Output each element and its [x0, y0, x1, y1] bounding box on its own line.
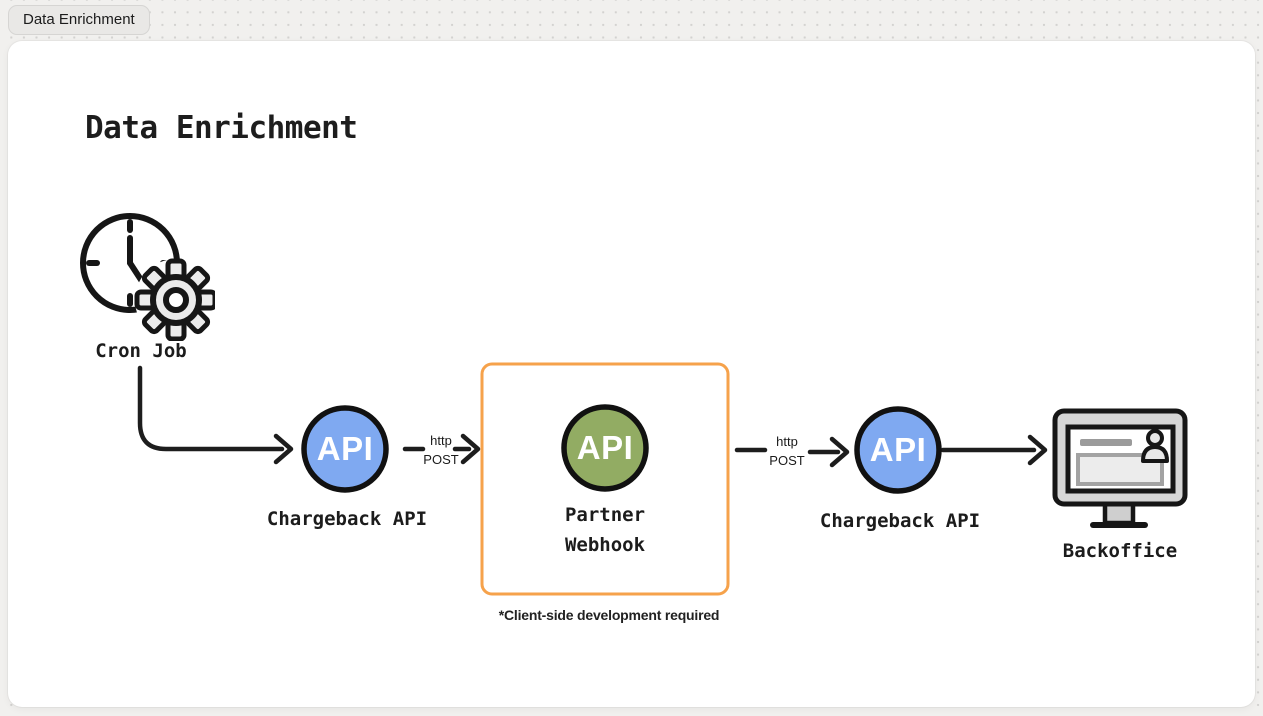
backoffice-label: Backoffice	[1062, 540, 1178, 562]
backoffice-node[interactable]	[1052, 408, 1188, 537]
monitor-icon	[1052, 408, 1188, 528]
client-side-note: *Client-side development required	[498, 607, 720, 623]
diagram-title: Data Enrichment	[85, 110, 358, 146]
clock-gear-icon	[80, 213, 218, 342]
chargeback-api-2-node[interactable]	[854, 406, 942, 494]
partner-webhook-label: Partner Webhook	[505, 500, 705, 560]
partner-webhook-api-node[interactable]	[561, 404, 649, 492]
partner-webhook-container[interactable]	[480, 362, 730, 596]
user-icon	[1141, 429, 1169, 463]
gear-icon	[134, 258, 218, 342]
diagram-canvas[interactable]: Data Enrichment	[8, 41, 1255, 707]
arrowhead-api2-to-backoffice	[1027, 434, 1048, 466]
http-text: http	[430, 433, 452, 448]
arrowhead-api1-to-webhook	[460, 433, 481, 465]
api-badge-2: API	[869, 431, 927, 468]
partner-webhook-label-line1: Partner	[564, 504, 646, 526]
edge-label-http-post-1: http POST	[406, 431, 476, 469]
connector-layer	[137, 362, 1048, 596]
post-text: POST	[769, 453, 805, 468]
cron-job-node[interactable]	[75, 206, 218, 346]
arrowhead-cron-to-api1	[273, 433, 294, 465]
chargeback-api-1-node[interactable]	[301, 405, 389, 493]
chargeback-api-2-label: Chargeback API	[819, 510, 981, 532]
http-text: http	[776, 434, 798, 449]
arrow-cron-to-api1	[137, 365, 285, 452]
arrowhead-webhook-to-api2	[829, 436, 850, 468]
api-badge-1: API	[316, 430, 374, 467]
tab-data-enrichment[interactable]: Data Enrichment	[8, 5, 150, 35]
edge-label-http-post-2: http POST	[752, 432, 822, 470]
post-text: POST	[423, 452, 459, 467]
partner-webhook-label-line2: Webhook	[564, 534, 646, 556]
api-badge-webhook: API	[576, 429, 634, 466]
cron-job-label: Cron Job	[95, 340, 187, 362]
chargeback-api-1-label: Chargeback API	[266, 508, 428, 530]
